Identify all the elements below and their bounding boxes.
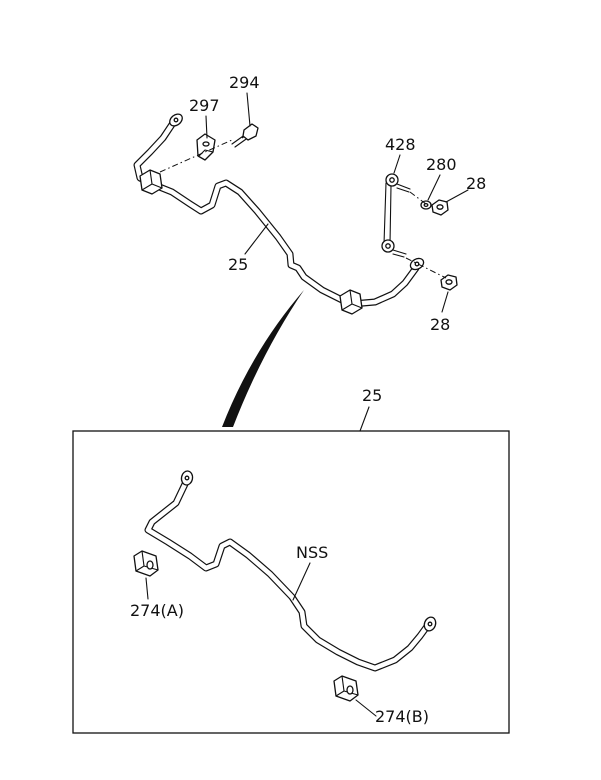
callout-28-bottom: 28 bbox=[430, 315, 450, 334]
bolt-294 bbox=[231, 123, 259, 148]
centerline-bolt bbox=[159, 139, 233, 173]
callout-274a: 274(A) bbox=[130, 601, 184, 620]
bracket-297 bbox=[196, 133, 216, 161]
callout-nss: NSS bbox=[296, 543, 328, 562]
callout-280: 280 bbox=[426, 155, 457, 174]
stabilizer-bar-assembly bbox=[133, 113, 458, 315]
bushing-top-left bbox=[139, 169, 163, 195]
centerline-link-bottom bbox=[405, 257, 447, 279]
link-428 bbox=[381, 173, 411, 258]
nut-28-bottom bbox=[440, 274, 458, 291]
callout-294: 294 bbox=[229, 73, 260, 92]
bushing-274a bbox=[133, 550, 159, 577]
nut-28-top bbox=[431, 199, 449, 216]
washer-280 bbox=[420, 200, 432, 210]
callout-25-top: 25 bbox=[228, 255, 248, 274]
bushing-top-right bbox=[339, 289, 363, 315]
magnify-wedge bbox=[222, 290, 304, 427]
callout-274b: 274(B) bbox=[375, 707, 429, 726]
callout-28-top: 28 bbox=[466, 174, 486, 193]
bushing-274b bbox=[333, 675, 359, 702]
callouts-top: 294 297 428 280 28 25 28 bbox=[189, 73, 486, 334]
callout-25-detail: 25 bbox=[362, 386, 382, 405]
callout-297: 297 bbox=[189, 96, 220, 115]
detail-frame bbox=[72, 430, 510, 734]
bar-end-eye-left bbox=[169, 113, 183, 127]
bar-end-eye-right bbox=[409, 257, 425, 271]
stabilizer-bar-top bbox=[133, 116, 420, 308]
callout-428: 428 bbox=[385, 135, 416, 154]
stabilizer-bar-detail bbox=[144, 470, 437, 672]
detail-box: 25 NSS 274(A) 274(B) bbox=[72, 386, 510, 734]
centerline-link-top bbox=[409, 191, 427, 205]
